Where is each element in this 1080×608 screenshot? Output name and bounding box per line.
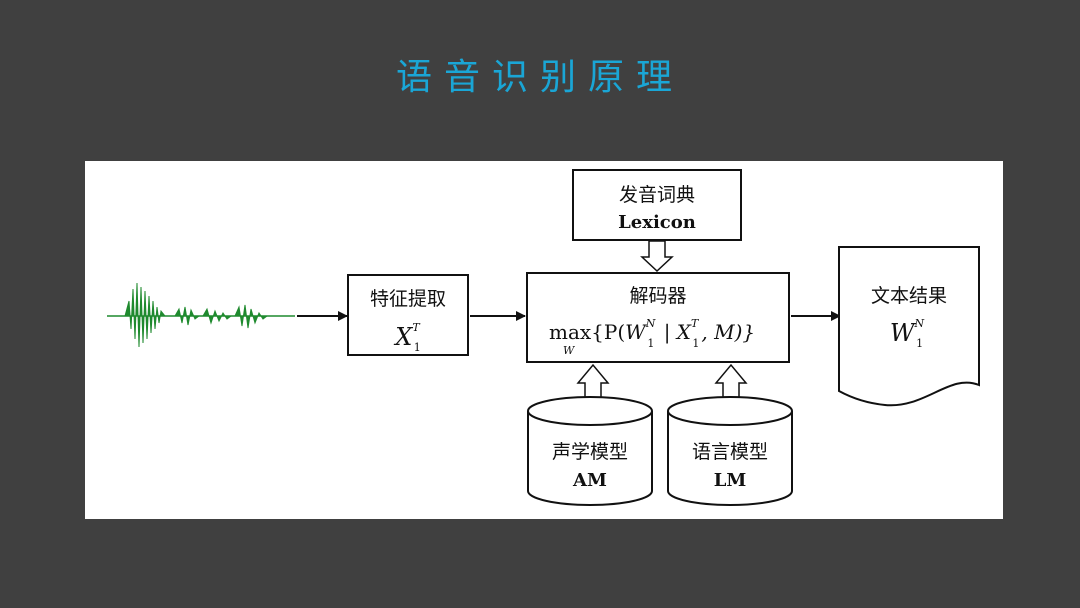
acoustic-model-label-zh: 声学模型 bbox=[552, 441, 628, 463]
feature-extraction-label: 特征提取 bbox=[370, 288, 446, 310]
lexicon-label-en: Lexicon bbox=[618, 212, 696, 233]
language-model-label-zh: 语言模型 bbox=[692, 441, 768, 463]
acoustic-model-label-en: AM bbox=[572, 470, 607, 491]
lexicon-label-zh: 发音词典 bbox=[619, 184, 695, 206]
decoder-label: 解码器 bbox=[629, 285, 686, 307]
acoustic-model-cylinder: 声学模型 AM bbox=[527, 396, 653, 506]
decoder-formula-subscript: W bbox=[563, 344, 576, 357]
waveform-icon bbox=[107, 282, 295, 348]
lexicon-box: 发音词典 Lexicon bbox=[572, 169, 742, 241]
language-model-label-en: LM bbox=[714, 470, 747, 491]
language-model-cylinder: 语言模型 LM bbox=[667, 396, 793, 506]
text-result-label: 文本结果 bbox=[871, 285, 947, 307]
lexicon-to-decoder-arrow bbox=[640, 240, 674, 273]
slide-title: 语音识别原理 bbox=[395, 57, 684, 98]
